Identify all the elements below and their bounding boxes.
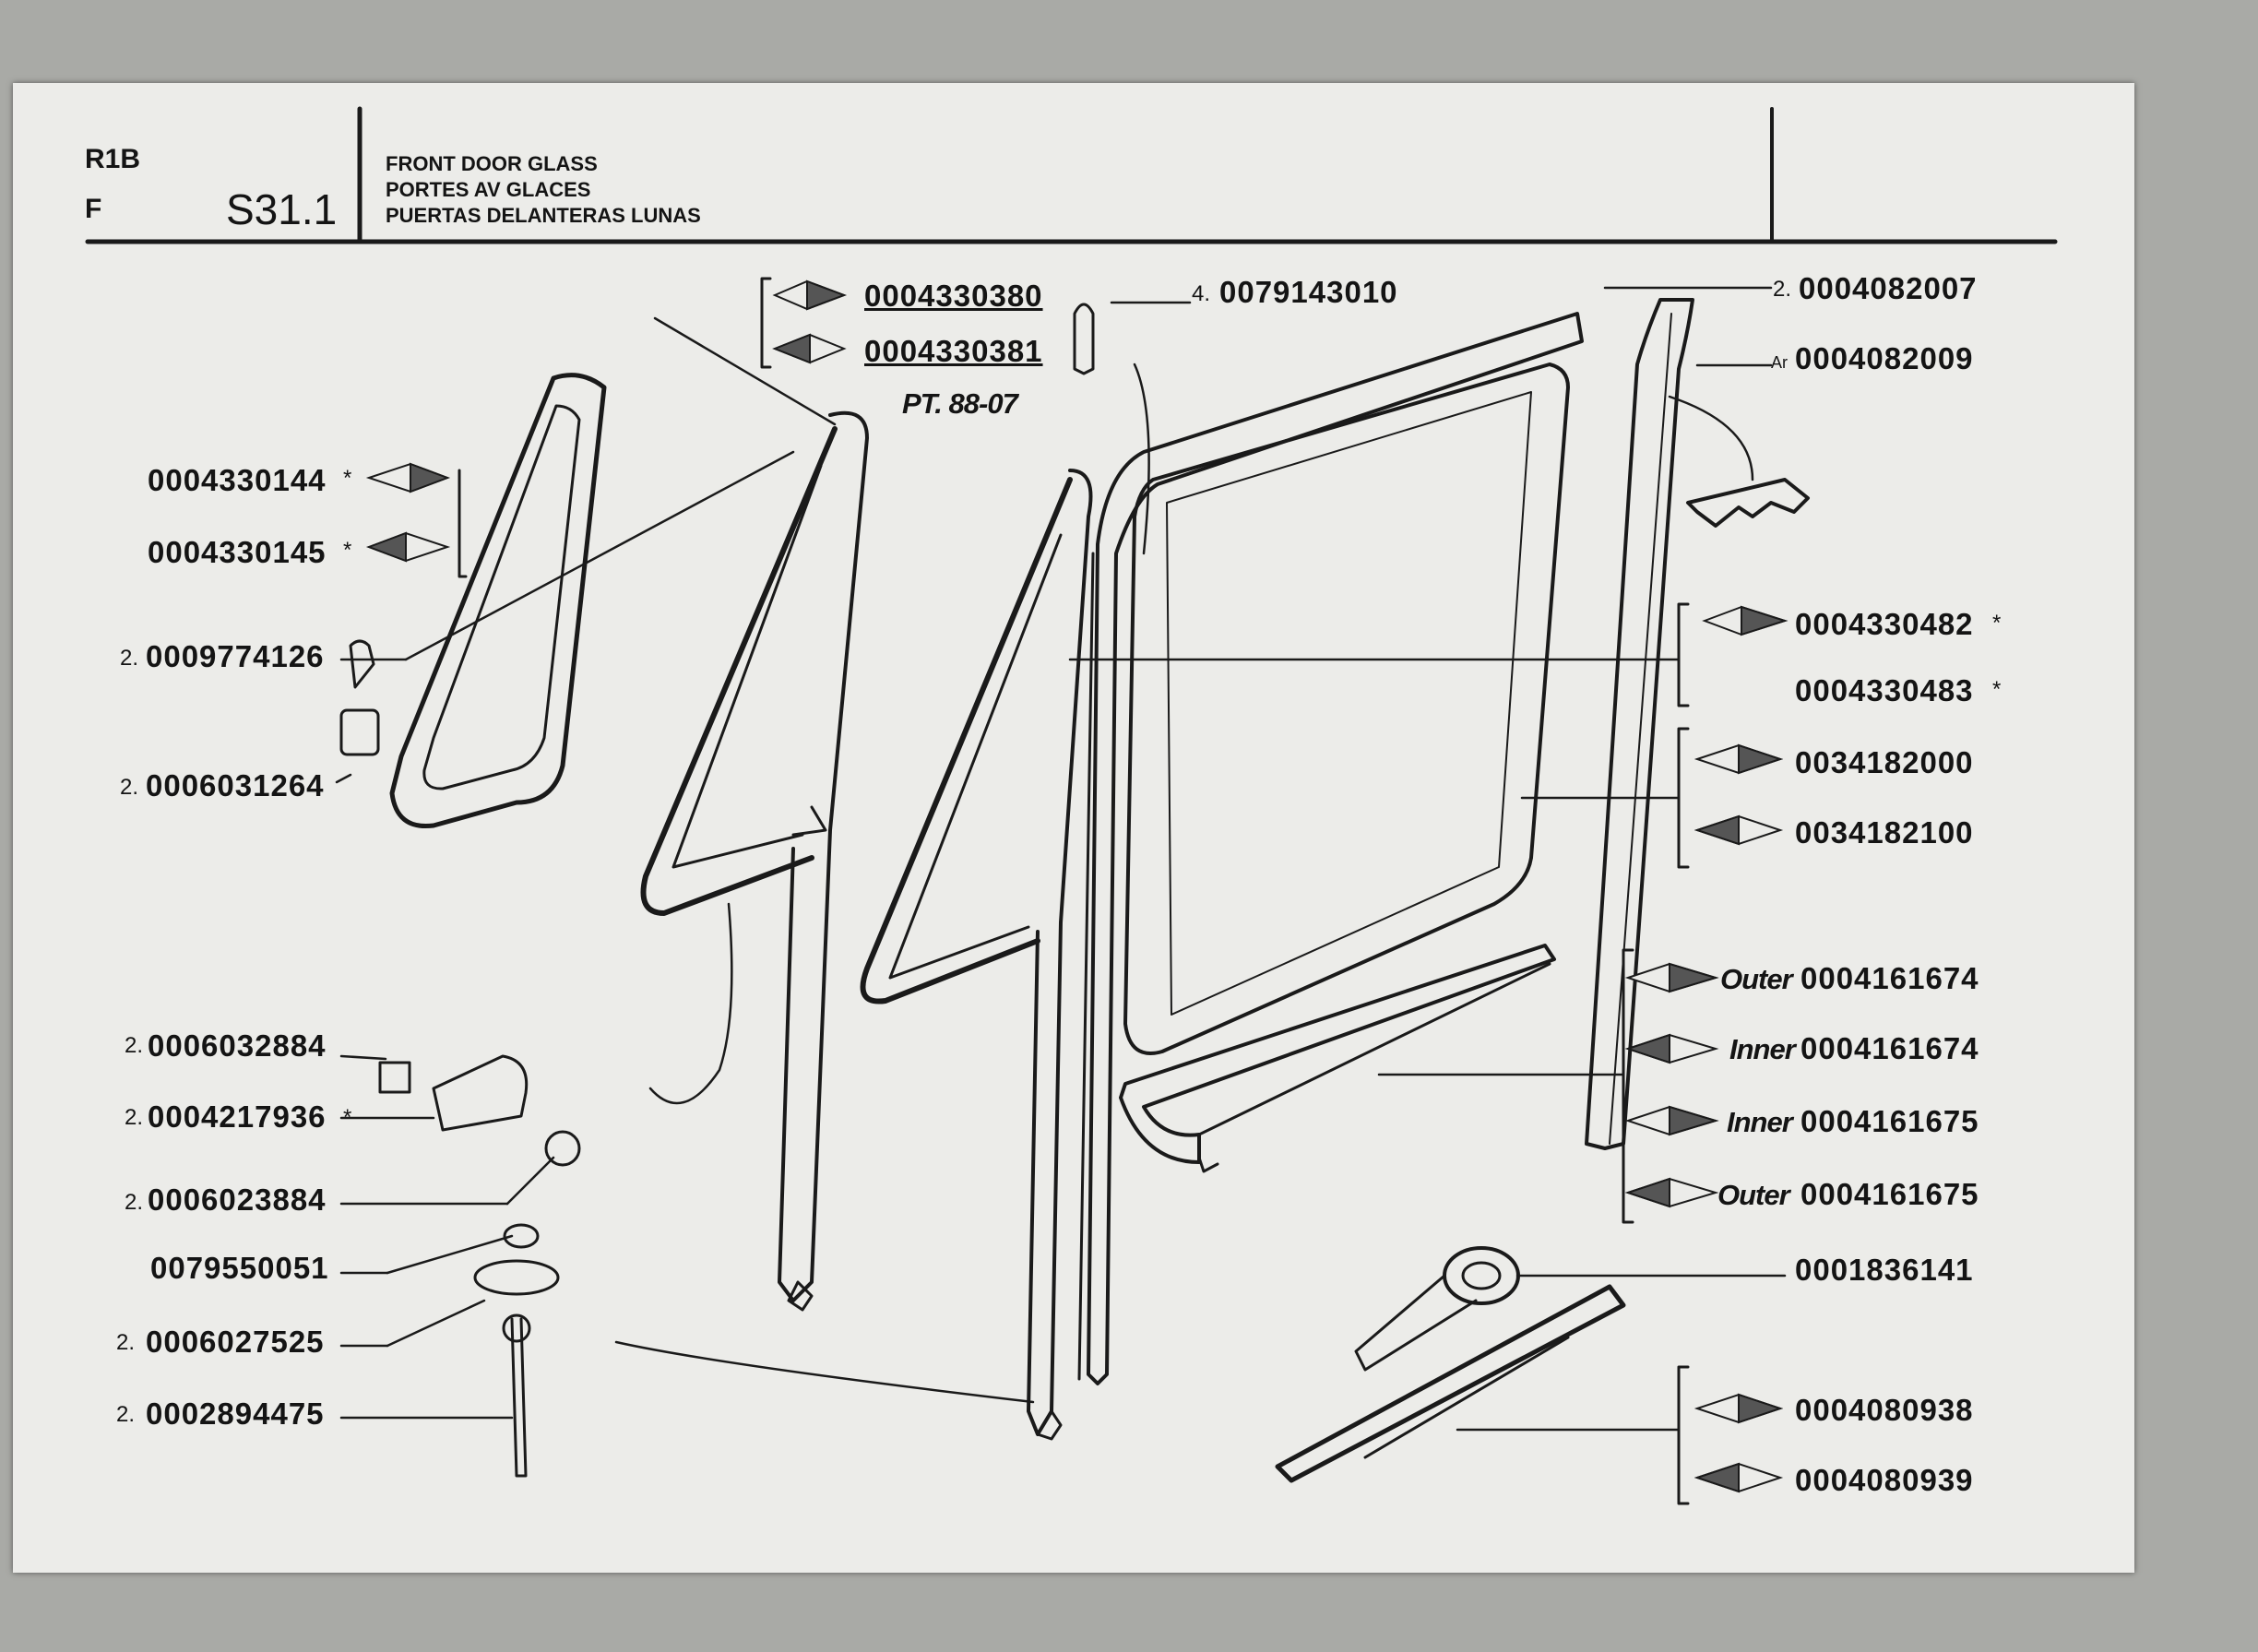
part-number: 0034182100 [1795,815,1974,850]
title-french: PORTES AV GLACES [386,178,591,201]
asterisk: * [1992,677,2002,702]
leader-lines [335,286,1787,1432]
quantity: 2. [1773,277,1792,302]
quantity: 2. [125,1033,144,1058]
position-label: Outer [1720,963,1793,995]
vent-frame-drawing-2 [860,469,1093,1441]
asterisk: * [343,538,352,563]
vent-frame-drawing [640,410,869,1312]
model-code: R1B [85,144,141,174]
part-number: 0004330144 [148,463,327,497]
market-code: F [85,194,102,224]
quantity: 2. [116,1330,136,1355]
part-number: 0001836141 [1795,1253,1974,1287]
quantity: 2. [125,1105,144,1130]
part-number: 0002894475 [146,1396,325,1431]
asterisk: * [343,466,352,491]
part-number: 0004082009 [1795,341,1974,375]
position-label: Inner [1727,1106,1793,1138]
part-number: 0004161675 [1800,1177,1979,1211]
title-spanish: PUERTAS DELANTERAS LUNAS [386,204,701,227]
section-number: S31.1 [226,185,338,233]
sill-strip-drawing [1275,1284,1626,1483]
weatherstrip-drawing [1119,944,1556,1173]
part-number: 0004330145 [148,535,327,569]
vent-glass-drawing [389,373,607,829]
run-channel-drawing [1585,298,1694,1150]
part-number: 0079550051 [150,1251,329,1285]
quantity: Ar [1771,353,1788,372]
part-number: 0006031264 [146,768,325,802]
part-number: 0004082007 [1799,271,1978,305]
part-number: 0004161674 [1800,1031,1979,1065]
part-number: 0006023884 [148,1183,327,1217]
reference-note: PT. 88-07 [902,387,1018,420]
quantity: 2. [120,646,139,671]
part-number: 0006032884 [148,1028,327,1063]
hand-markers [365,279,1789,1493]
part-number: 0034182000 [1795,745,1974,779]
quantity: 2. [120,775,139,800]
part-number: 0004217936 [148,1099,327,1134]
title-english: FRONT DOOR GLASS [386,152,598,175]
part-number: 0079143010 [1219,275,1398,309]
part-number: 0004161675 [1800,1104,1979,1138]
hardware-drawing [339,303,1095,1478]
part-number: 0004080938 [1795,1393,1974,1427]
door-glass-drawing [1077,312,1584,1385]
part-number: 0009774126 [146,639,325,673]
quantity: 2. [116,1402,136,1427]
part-number: 0004080939 [1795,1463,1974,1497]
position-label: Inner [1729,1033,1796,1065]
channel-section-drawing [1686,478,1810,528]
part-number: 0006027525 [146,1325,325,1359]
part-number: 0004330381 [864,334,1043,368]
quantity: 4. [1192,281,1211,306]
grouping-brackets [458,277,1690,1505]
part-number: 0004330380 [864,279,1043,313]
asterisk: * [343,1105,352,1130]
position-label: Outer [1717,1179,1790,1211]
quantity: 2. [125,1190,144,1215]
asterisk: * [1992,611,2002,636]
part-number: 0004161674 [1800,961,1979,995]
part-number: 0004330482 [1795,607,1974,641]
part-number: 0004330483 [1795,673,1974,707]
